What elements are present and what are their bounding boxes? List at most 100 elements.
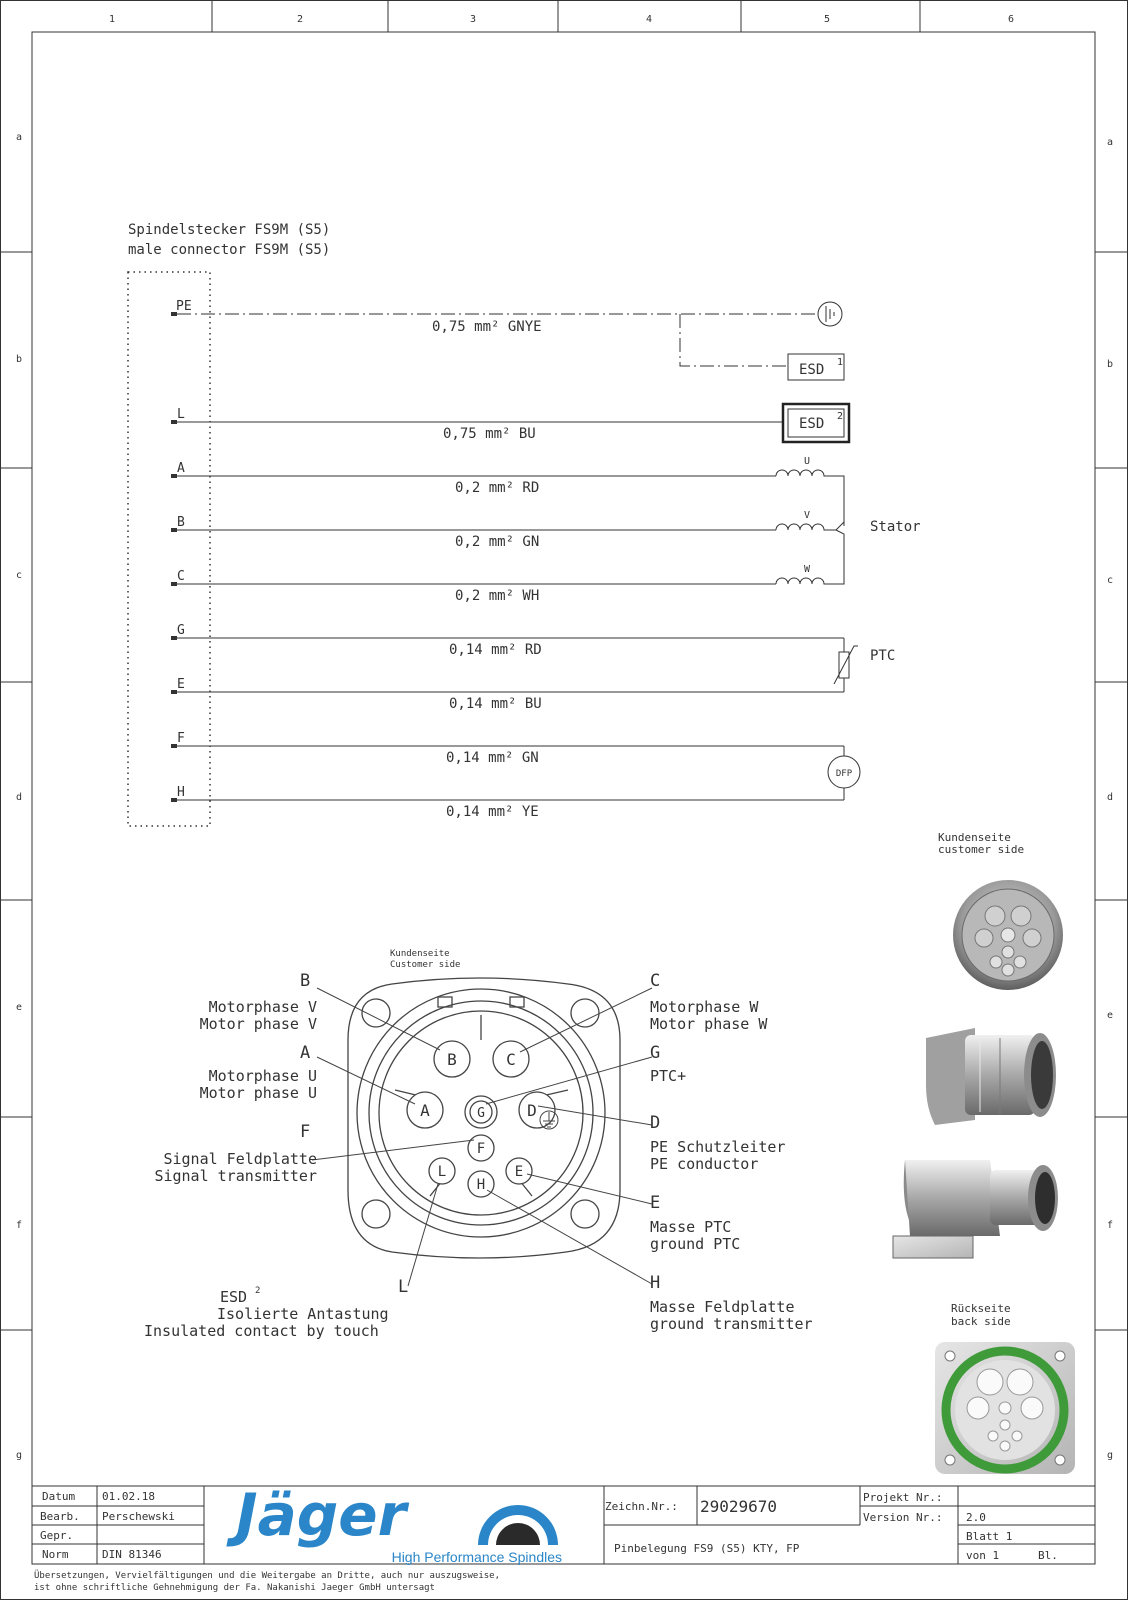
callout-letter: B	[300, 971, 310, 991]
callout-text-de: Isolierte Antastung	[217, 1305, 389, 1323]
ptc-resistor-icon	[833, 638, 858, 692]
bearb-value: Perschewski	[102, 1510, 175, 1523]
zeichn-value: 29029670	[700, 1497, 777, 1516]
dfp-sensor-icon: DFP	[827, 746, 861, 800]
hole-letter-b: B	[447, 1050, 457, 1069]
datum-value: 01.02.18	[102, 1490, 155, 1503]
datum-label: Datum	[42, 1490, 75, 1503]
connector-side-photo	[926, 1028, 1056, 1125]
esd1-label: ESD	[799, 362, 824, 378]
row-labels: a b c d e f g a b c d e f g	[16, 132, 1113, 1461]
col-label: 1	[109, 14, 115, 25]
row-label: b	[16, 354, 22, 365]
pinout-side-en: Customer side	[390, 960, 460, 970]
callout-d: D PE Schutzleiter PE conductor	[650, 1113, 785, 1173]
stator-label: Stator	[870, 519, 921, 535]
callout-text-de: Motorphase W	[650, 998, 759, 1016]
bearb-label: Bearb.	[40, 1510, 80, 1523]
connector-face-photo	[953, 880, 1063, 990]
photo-customer-en: customer side	[938, 843, 1024, 856]
callout-letter: F	[300, 1122, 310, 1142]
pin-label-c: C	[177, 569, 185, 584]
logo-tagline: High Performance Spindles	[392, 1549, 562, 1565]
pin-label-a: A	[177, 461, 185, 476]
pin-hole-letters: B C A G D F L H E	[420, 1050, 537, 1193]
callout-text-de: Motorphase U	[209, 1067, 317, 1085]
row-label: d	[1107, 792, 1113, 803]
von-label: von 1	[966, 1549, 999, 1562]
callout-text-en: Signal transmitter	[154, 1167, 317, 1185]
hole-letter-l: L	[438, 1164, 446, 1180]
ground-symbol-icon	[817, 301, 843, 327]
connector-angle-photo	[892, 1160, 1058, 1259]
row-label: b	[1107, 359, 1113, 370]
esd2-box: ESD 2	[781, 402, 851, 444]
row-label: g	[16, 1450, 22, 1461]
connector-outline	[127, 271, 211, 827]
callout-text-en: PE conductor	[650, 1155, 758, 1173]
callout-text-de: PTC+	[650, 1067, 686, 1085]
col-label: 2	[297, 14, 303, 25]
pin-label-f: F	[177, 731, 185, 746]
connector-title-de: Spindelstecker FS9M (S5)	[128, 222, 330, 238]
title-block	[31, 1485, 1096, 1565]
callout-b: B Motorphase V Motor phase V	[200, 971, 317, 1033]
pin-label-b: B	[177, 515, 185, 530]
version-value: 2.0	[966, 1511, 986, 1524]
norm-label: Norm	[42, 1548, 69, 1561]
callout-text-en: Insulated contact by touch	[144, 1322, 379, 1340]
pin-label-h: H	[177, 785, 185, 800]
callout-text-de: Motorphase V	[209, 998, 317, 1016]
dfp-label: DFP	[836, 769, 853, 779]
blatt-label: Blatt 1	[966, 1530, 1012, 1543]
hole-letter-f: F	[477, 1141, 485, 1157]
coil-v-icon	[775, 521, 845, 531]
stator-coils	[775, 469, 845, 585]
wire-label-c: 0,2 mm² WH	[455, 588, 539, 604]
ptc-label: PTC	[870, 648, 895, 664]
coil-w-icon	[775, 529, 845, 585]
hole-letter-e: E	[515, 1164, 523, 1180]
row-label: e	[16, 1002, 22, 1013]
esd2-sup: 2	[837, 411, 843, 422]
callout-h: H Masse Feldplatte ground transmitter	[650, 1273, 813, 1333]
hole-letter-g: G	[477, 1106, 485, 1121]
photo-back-de: Rückseite	[951, 1302, 1011, 1315]
callout-f: F Signal Feldplatte Signal transmitter	[154, 1122, 317, 1185]
pin-label-l: L	[177, 407, 185, 422]
column-labels: 1 2 3 4 5 6	[109, 14, 1014, 25]
esd2-label: ESD	[799, 416, 824, 432]
pin-label-pe: PE	[176, 299, 192, 314]
callout-leaders	[311, 987, 653, 1287]
connector-back-photo	[935, 1342, 1075, 1474]
wire-label-a: 0,2 mm² RD	[455, 480, 539, 496]
hole-letter-h: H	[477, 1177, 485, 1193]
footer-line2: ist ohne schriftliche Gehnehmigung der F…	[34, 1583, 435, 1593]
col-label: 4	[646, 14, 652, 25]
callout-text-de: Masse Feldplatte	[650, 1298, 795, 1316]
hole-letter-c: C	[506, 1050, 516, 1069]
row-label: e	[1107, 1010, 1113, 1021]
row-label: c	[16, 570, 22, 581]
pin-labels: PE L A B C G E F H	[176, 299, 192, 800]
col-label: 6	[1008, 14, 1014, 25]
callout-l: L ESD 2 Isolierte Antastung Insulated co…	[144, 1277, 408, 1340]
esd1-sup: 1	[837, 357, 843, 368]
pe-earth-icon	[539, 1110, 559, 1130]
callout-letter: H	[650, 1273, 660, 1293]
row-label: f	[16, 1220, 22, 1231]
callout-letter: G	[650, 1043, 660, 1063]
row-label: a	[16, 132, 22, 143]
callout-esd-sup: 2	[255, 1286, 260, 1296]
row-label: d	[16, 792, 22, 803]
coil-v-label: V	[804, 510, 810, 521]
wire-labels: 0,75 mm² GNYE 0,75 mm² BU 0,2 mm² RD 0,2…	[432, 319, 542, 820]
wire-pe-esd	[679, 314, 788, 367]
connector-title-en: male connector FS9M (S5)	[128, 242, 330, 258]
wire-label-h: 0,14 mm² YE	[446, 804, 539, 820]
footer-line1: Übersetzungen, Vervielfältigungen und di…	[34, 1570, 500, 1581]
callout-text-en: Motor phase U	[200, 1084, 317, 1102]
callout-letter: C	[650, 971, 660, 991]
gepr-label: Gepr.	[40, 1529, 73, 1542]
callout-text-de: Signal Feldplatte	[163, 1150, 317, 1168]
